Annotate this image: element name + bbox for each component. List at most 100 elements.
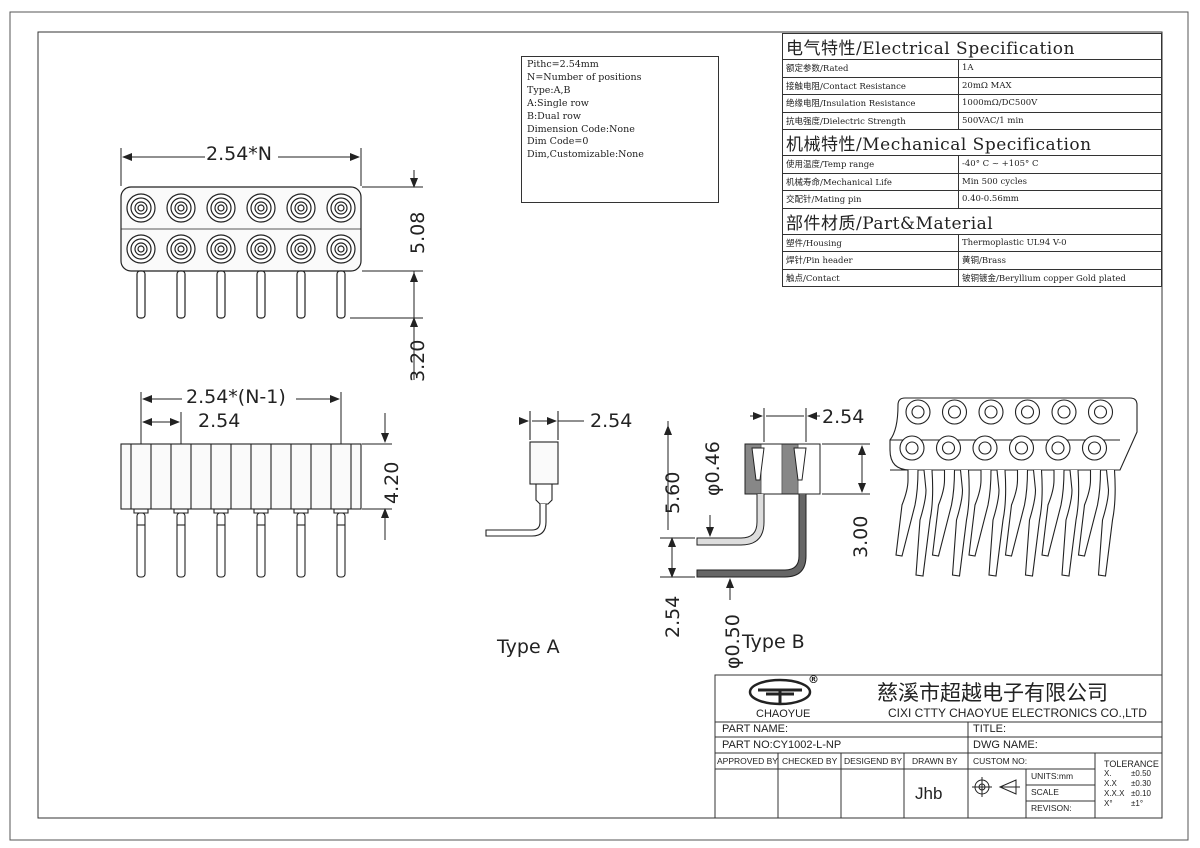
dim-type-b-body: 3.00 <box>850 515 872 558</box>
tolerance-value: ±0.30 <box>1131 779 1151 788</box>
spec-value: 0.40-0.56mm <box>958 190 1162 209</box>
iso-hole-inner <box>911 405 925 419</box>
isometric-holes <box>899 399 1114 461</box>
contact-hole-ring <box>170 197 192 219</box>
iso-hole-inner <box>947 405 962 419</box>
drawn-by-label: DRAWN BY <box>912 756 958 766</box>
iso-pin <box>1097 469 1116 577</box>
spec-name: 绝缘电阻/Insulation Resistance <box>782 94 959 113</box>
spec-name: 触点/Contact <box>782 268 959 287</box>
dim-top-height: 5.08 <box>407 211 429 254</box>
company-name-cn: 慈溪市超越电子有限公司 <box>877 681 1108 705</box>
pin <box>336 270 346 319</box>
pin <box>136 270 146 319</box>
iso-hole <box>1045 435 1071 461</box>
contact-hole-ring <box>130 197 152 219</box>
contact-hole-core <box>137 204 145 212</box>
contact-hole-ring <box>130 238 152 260</box>
title-label: TITLE: <box>973 723 1007 735</box>
contact-hole-inner <box>294 201 308 215</box>
iso-hole-inner <box>1087 441 1102 455</box>
type-a-label: Type A <box>497 636 560 658</box>
note-line: Dimension Code:None <box>527 123 635 135</box>
iso-hole <box>1081 435 1108 461</box>
iso-pin <box>988 469 1007 577</box>
designed-by-label: DESIGEND BY <box>844 756 903 766</box>
pin <box>256 512 266 578</box>
outer-border <box>9 11 1189 841</box>
iso-pin <box>1077 469 1102 557</box>
contact-hole-core <box>337 245 345 253</box>
isometric-pins <box>895 469 1116 577</box>
electrical-title: 电气特性/Electrical Specification <box>782 33 1162 60</box>
dim-type-b-pitch: 2.54 <box>822 406 865 428</box>
iso-hole <box>1051 399 1077 425</box>
iso-pin <box>1041 469 1065 557</box>
iso-hole-inner <box>1093 405 1108 419</box>
contact-hole-ring <box>210 238 232 260</box>
iso-hole <box>1008 435 1035 461</box>
spec-name: 交配针/Mating pin <box>782 190 959 209</box>
tolerance-key: X° <box>1104 799 1113 808</box>
note-line: Pithc=2.54mm <box>527 59 599 70</box>
inner-border <box>37 31 1163 819</box>
spec-value: -40° C ~ +105° C <box>958 155 1162 174</box>
contact-hole-ring <box>290 197 312 219</box>
mechanical-title: 机械特性/Mechanical Specification <box>782 129 1162 156</box>
iso-hole-inner <box>905 441 919 455</box>
spec-value: Thermoplastic UL94 V-0 <box>958 233 1162 252</box>
top-view-pins <box>136 270 346 319</box>
dim-side-span: 2.54*(N-1) <box>186 386 286 408</box>
dwg-name-label: DWG NAME: <box>973 739 1038 751</box>
pin <box>176 270 186 319</box>
tolerance-value: ±1° <box>1131 799 1144 808</box>
spec-name: 抗电强度/Dielectric Strength <box>782 111 959 130</box>
side-view <box>120 443 362 578</box>
tolerance-key: X.X.X <box>1104 789 1125 798</box>
contact-hole-core <box>137 245 145 253</box>
registered-mark: ® <box>808 673 819 686</box>
iso-pin <box>1024 469 1043 577</box>
iso-hole-inner <box>1051 441 1065 455</box>
tolerance-key: X.X <box>1104 779 1117 788</box>
iso-pin <box>951 469 970 577</box>
pin <box>136 512 146 578</box>
iso-pin <box>931 469 956 557</box>
contact-hole-inner <box>334 201 348 215</box>
pin <box>336 512 346 578</box>
contact-hole-inner <box>134 242 148 256</box>
iso-hole-inner <box>978 441 992 455</box>
contact-hole-inner <box>174 242 188 256</box>
note-line: Type:A,B <box>527 84 571 96</box>
custom-no-label: CUSTOM NO: <box>973 756 1028 766</box>
title-block-lines <box>714 674 1163 819</box>
contact-hole-core <box>217 204 225 212</box>
spec-value: 20mΩ MAX <box>958 76 1162 95</box>
isometric-view <box>889 397 1138 577</box>
dim-top-width: 2.54*N <box>206 143 273 165</box>
iso-pin <box>1004 469 1029 557</box>
tolerance-key: X. <box>1104 769 1112 778</box>
iso-pin <box>1061 469 1080 577</box>
contact-tail <box>333 509 349 514</box>
note-line: Dim Code=0 <box>527 136 589 148</box>
dim-type-b-height: 5.60 <box>662 471 684 514</box>
spec-table: 电气特性/Electrical Specification 额定参数/Rated… <box>782 33 1162 287</box>
spec-value: 铍铜镀金/Beryllium copper Gold plated <box>958 268 1162 287</box>
logo-text: CHAOYUE <box>756 708 811 720</box>
spec-name: 塑件/Housing <box>782 233 959 252</box>
approved-by-label: APPROVED BY <box>717 756 778 766</box>
contact-hole-ring <box>330 197 352 219</box>
iso-hole-inner <box>1014 441 1029 455</box>
part-no-label: PART NO:CY1002-L-NP <box>722 739 842 751</box>
contact-tail <box>253 509 269 514</box>
units-label: UNITS:mm <box>1031 771 1074 781</box>
iso-hole <box>905 399 931 425</box>
contact-hole-inner <box>334 242 348 256</box>
spec-value: 1A <box>958 59 1162 78</box>
revision-label: REVISON: <box>1031 803 1072 813</box>
top-view <box>120 186 362 319</box>
type-b-view <box>660 408 870 600</box>
